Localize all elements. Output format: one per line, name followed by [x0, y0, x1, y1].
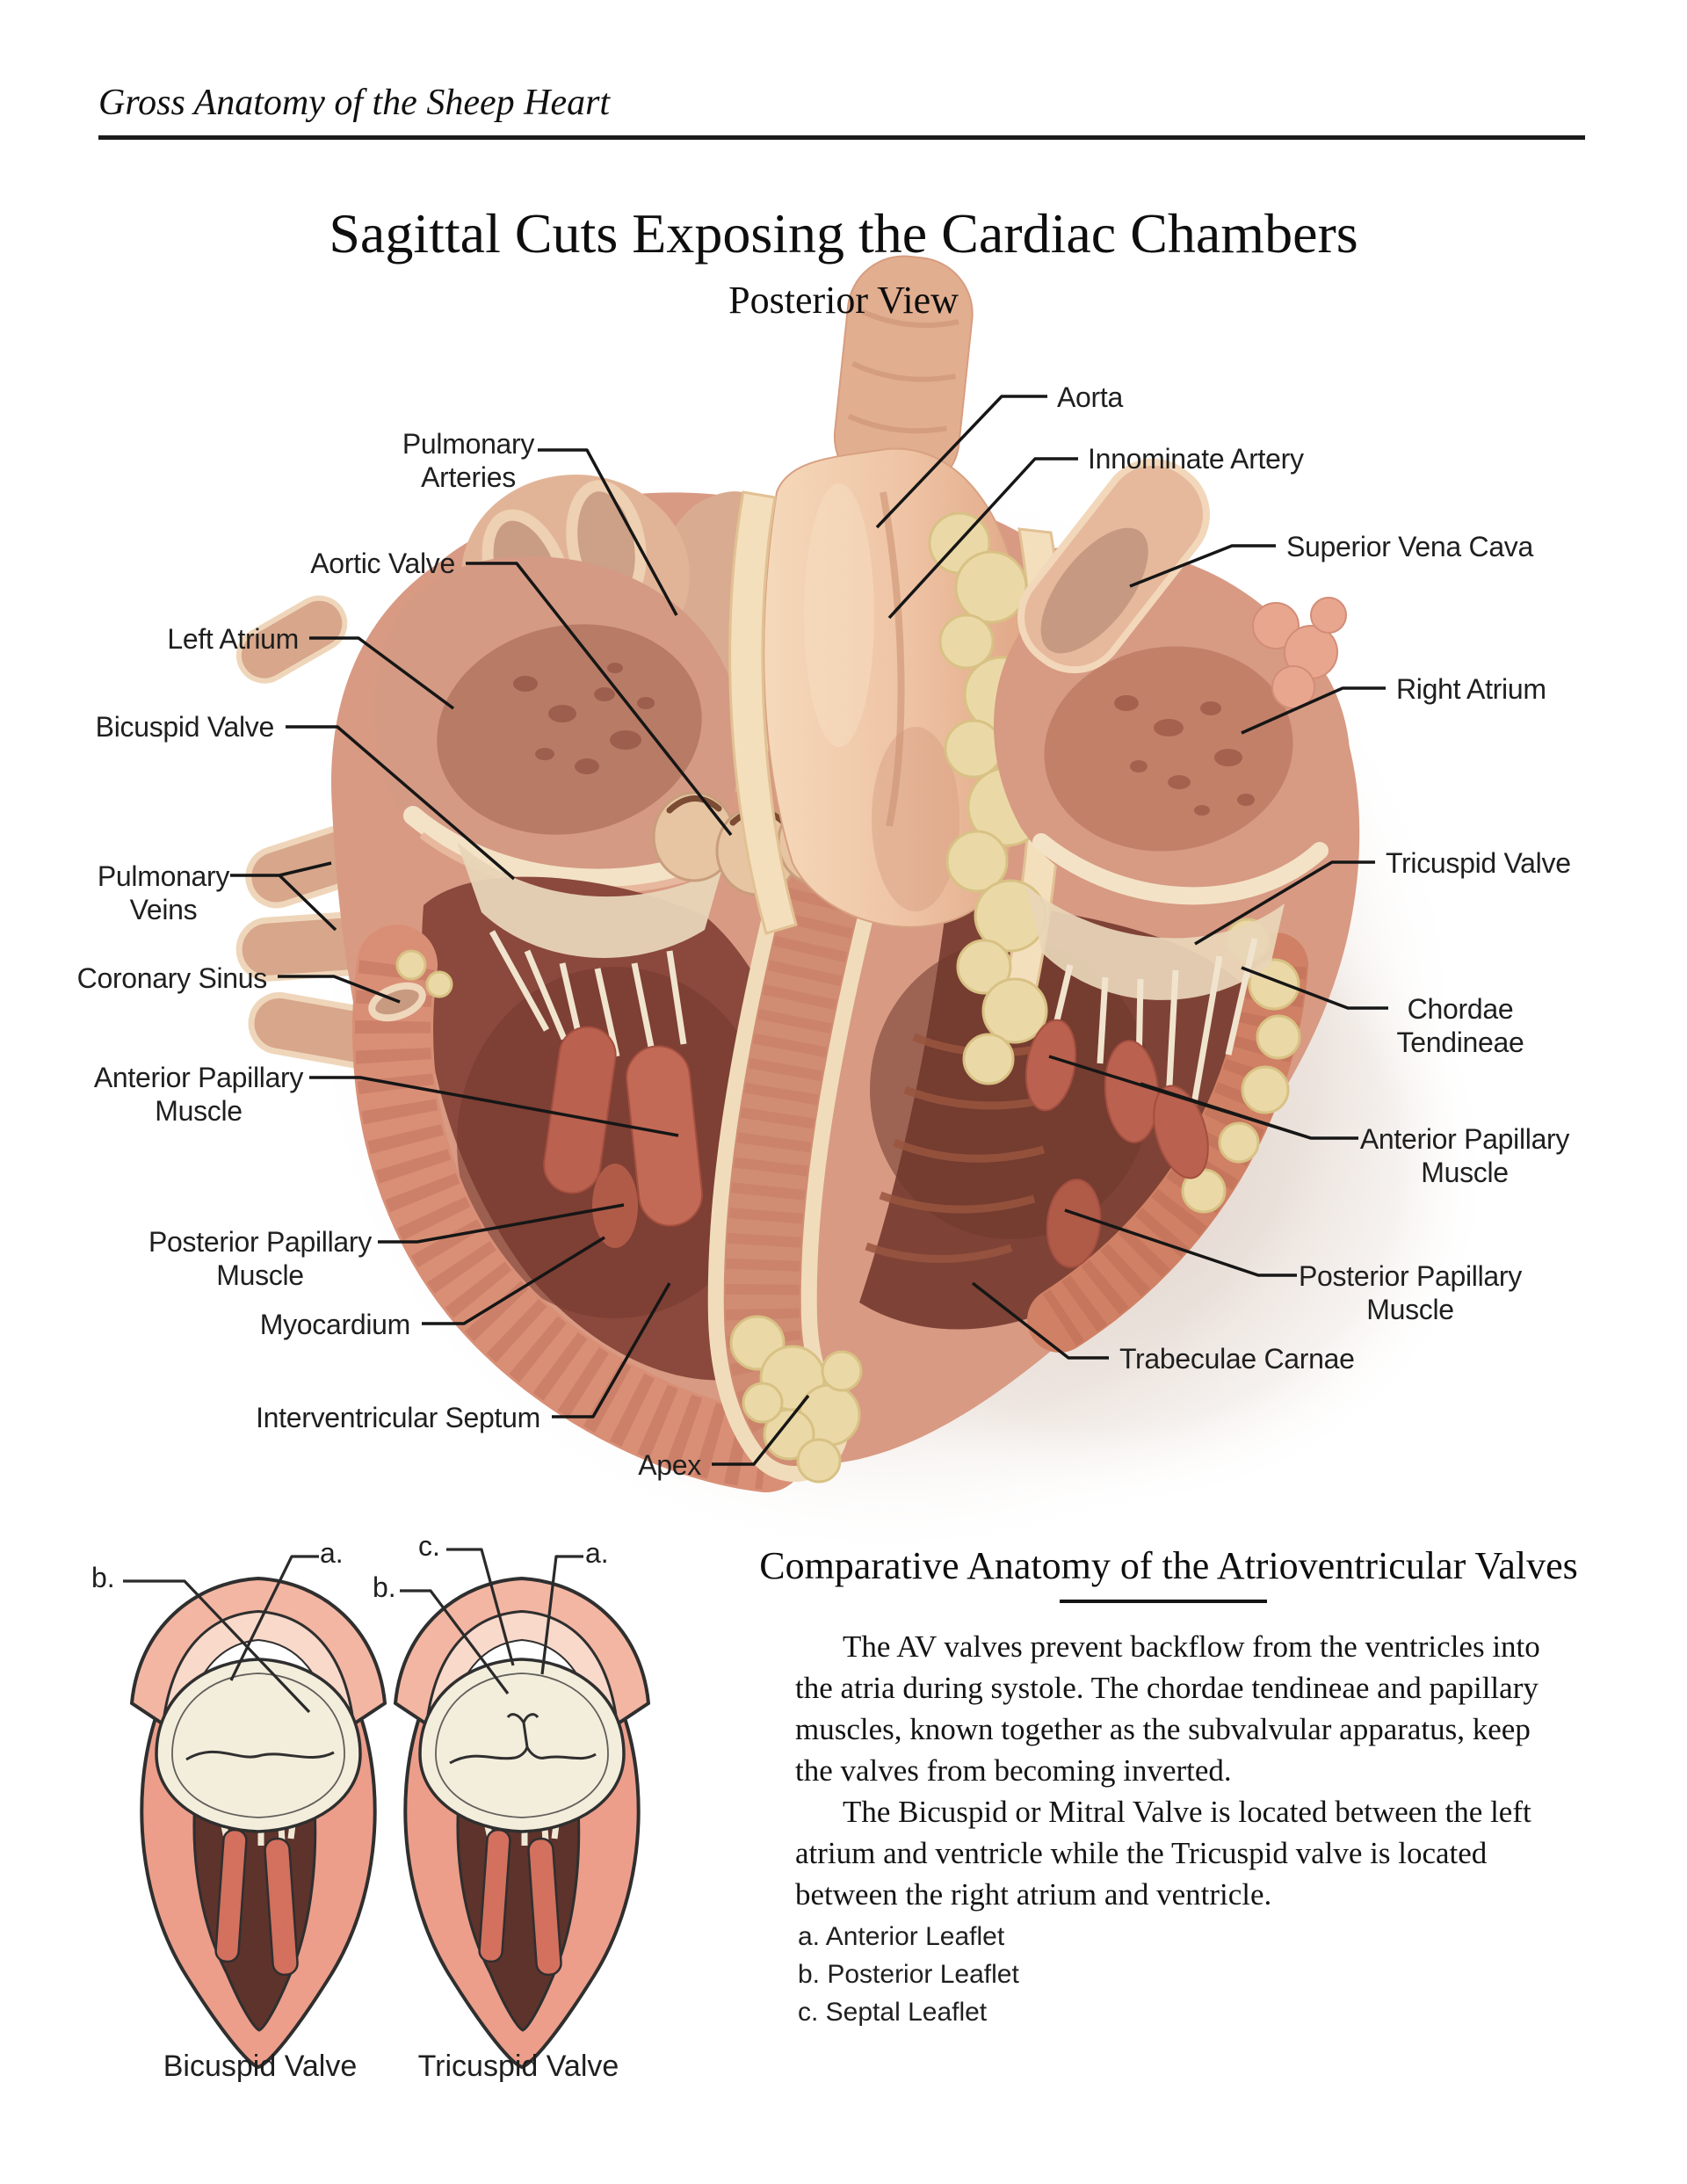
leader-bicuspid-valve [286, 725, 516, 881]
leader-aorta [875, 395, 1047, 529]
leader-anterior-papillary-right-b [1140, 1082, 1312, 1140]
label-innominate-artery: Innominate Artery [1088, 443, 1304, 475]
comparative-paragraph-2: The Bicuspid or Mitral Valve is located … [795, 1795, 1531, 1912]
apex-fat-art [729, 1315, 863, 1484]
comparative-title: Comparative Anatomy of the Atrioventricu… [759, 1544, 1578, 1587]
label-pulmonary-veins: Pulmonary Veins [97, 860, 230, 925]
chordae-left-art [489, 930, 687, 1057]
page-subtitle: Posterior View [728, 279, 959, 322]
leaflet-key-posterior: b. Posterior Leaflet [798, 1960, 1019, 1989]
label-chordae-tendineae: Chordae Tendineae [1396, 993, 1524, 1058]
papillary-left-art [543, 1026, 704, 1248]
leader-superior-vena-cava [1129, 544, 1276, 588]
page-title: Sagittal Cuts Exposing the Cardiac Chamb… [329, 202, 1358, 265]
comparative-title-underline [1060, 1600, 1267, 1603]
label-aorta: Aorta [1057, 381, 1123, 413]
label-posterior-papillary-muscle-left: Posterior Papillary Muscle [148, 1226, 372, 1291]
label-anterior-papillary-muscle-left: Anterior Papillary Muscle [93, 1062, 304, 1127]
bicuspid-figure-caption: Bicuspid Valve [163, 2050, 358, 2083]
label-apex: Apex [638, 1449, 701, 1481]
label-right-atrium: Right Atrium [1396, 673, 1546, 705]
leader-posterior-papillary-right [1064, 1208, 1297, 1277]
aorta-arch-art [833, 255, 974, 496]
leader-pulmonary-arteries [538, 448, 678, 616]
marker-b-tricuspid: b. [373, 1571, 396, 1603]
tricuspid-figure-caption: Tricuspid Valve [417, 2050, 619, 2083]
comparative-body: The AV valves prevent backflow from the … [795, 1626, 1575, 1915]
leader-left-atrium [309, 636, 455, 710]
label-superior-vena-cava: Superior Vena Cava [1286, 531, 1534, 562]
leader-posterior-papillary-left [378, 1203, 625, 1244]
leader-anterior-papillary-left [309, 1076, 679, 1137]
leaflet-key-septal: c. Septal Leaflet [798, 1998, 988, 2027]
figure-valve-rim [171, 1672, 345, 1818]
auricle-art [1252, 597, 1347, 709]
marker-a-tricuspid: a. [585, 1537, 609, 1569]
figure-leader-b-tricuspid [400, 1589, 510, 1694]
leaflet-key-anterior: a. Anterior Leaflet [798, 1922, 1005, 1951]
figure-leader-a-tricuspid [540, 1555, 583, 1675]
label-tricuspid-valve: Tricuspid Valve [1386, 847, 1571, 879]
tricuspid-figure [395, 1578, 648, 2067]
label-pulmonary-arteries: Pulmonary Arteries [402, 428, 535, 493]
leader-myocardium [422, 1236, 605, 1325]
figure-leader-c-tricuspid [446, 1548, 515, 1666]
marker-b-bicuspid: b. [91, 1562, 115, 1593]
figure-valve-disc [155, 1658, 362, 1833]
leader-right-atrium [1241, 686, 1386, 735]
bicuspid-commissure [185, 1750, 335, 1761]
label-myocardium: Myocardium [259, 1309, 411, 1340]
right-wall-band-art [1027, 918, 1308, 1353]
marker-c-tricuspid: c. [418, 1530, 440, 1562]
leader-pulmonary-veins-b [278, 874, 337, 932]
leader-aortic-valve [466, 562, 733, 837]
label-coronary-sinus: Coronary Sinus [76, 962, 268, 994]
right-atrium-art [993, 586, 1350, 911]
leader-apex [712, 1394, 810, 1466]
page-header: Gross Anatomy of the Sheep Heart [98, 83, 611, 123]
figure-leader-a-bicuspid [229, 1555, 319, 1681]
figure-papillary [264, 1837, 299, 1977]
label-anterior-papillary-muscle-right: Anterior Papillary Muscle [1359, 1123, 1570, 1188]
leader-coronary-sinus [278, 975, 401, 1004]
label-bicuspid-valve: Bicuspid Valve [95, 711, 275, 743]
label-trabeculae-carnae: Trabeculae Carnae [1119, 1343, 1355, 1375]
label-posterior-papillary-muscle-right: Posterior Papillary Muscle [1299, 1260, 1522, 1325]
leader-innominate-artery [887, 457, 1078, 620]
leader-lines [230, 395, 1388, 1466]
papillary-right-art [1025, 1019, 1209, 1268]
bicuspid-figure [129, 1576, 387, 2070]
figure-leader-lines [123, 1548, 583, 1714]
leaflet-key: a. Anterior Leaflet b. Posterior Leaflet… [798, 1918, 1019, 2031]
heart-illustration [235, 255, 1494, 1564]
bicuspid-valve-art [457, 842, 722, 959]
comparative-paragraph-1: The AV valves prevent backflow from the … [795, 1629, 1540, 1788]
label-interventricular-septum: Interventricular Septum [256, 1402, 540, 1433]
label-aortic-valve: Aortic Valve [310, 548, 455, 579]
leader-interventricular-septum [552, 1282, 671, 1419]
leader-tricuspid-valve [1194, 860, 1375, 946]
tricuspid-commissure [449, 1713, 597, 1765]
header-rule [98, 135, 1585, 140]
marker-a-bicuspid: a. [320, 1537, 344, 1569]
fat-column-art [928, 512, 1048, 1085]
svc-art [1017, 458, 1210, 674]
leader-trabeculae-carnae [971, 1281, 1109, 1360]
leader-chordae-tendineae [1241, 966, 1388, 1010]
figure-leader-b-bicuspid [123, 1579, 311, 1714]
label-left-atrium: Left Atrium [167, 623, 299, 655]
